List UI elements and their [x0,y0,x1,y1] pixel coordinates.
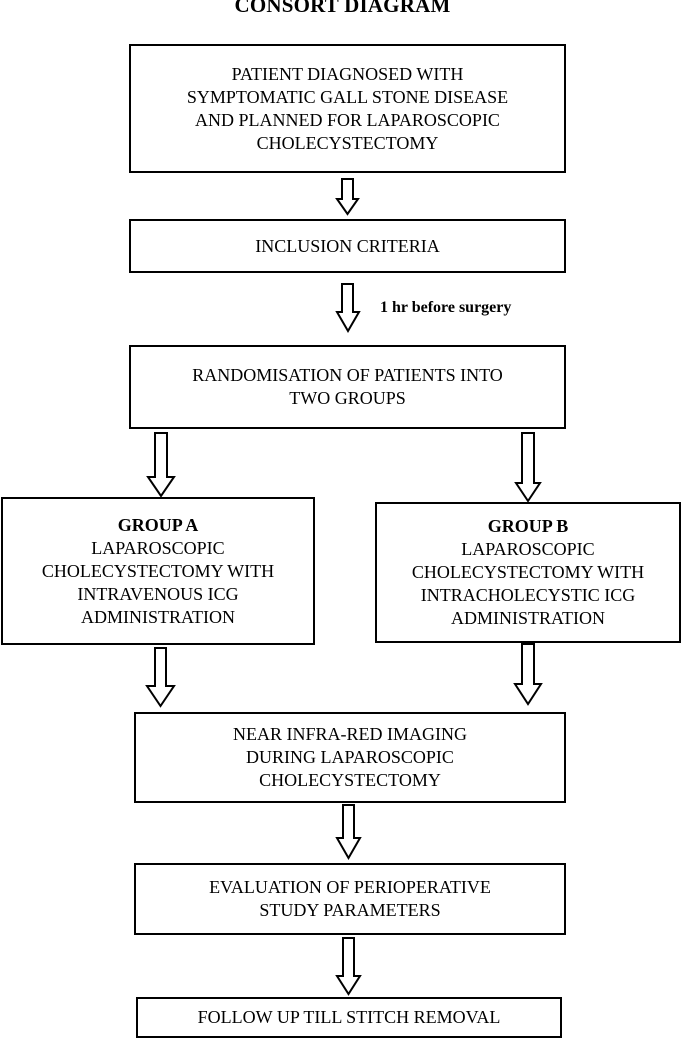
diagram-title: CONSORT DIAGRAM [234,0,451,17]
arrow-diagnosis-to-inclusion [335,178,360,216]
nir-imaging-line: CHOLECYSTECTOMY [259,770,441,790]
randomisation-line: TWO GROUPS [289,388,406,408]
diagnosis-box: PATIENT DIAGNOSED WITH SYMPTOMATIC GALL … [129,44,566,173]
group-a-heading: GROUP A [117,514,199,535]
group-b-line: LAPAROSCOPIC [461,539,595,559]
arrow-nir-to-evaluation [335,804,362,861]
diagnosis-line: CHOLECYSTECTOMY [256,132,439,153]
group-a-line: LAPAROSCOPIC [91,537,225,558]
timing-annotation: 1 hr before surgery [380,299,512,316]
arrow-group-a-to-nir [145,647,176,708]
group-a-line: CHOLECYSTECTOMY WITH [41,560,275,581]
diagnosis-line: SYMPTOMATIC GALL STONE DISEASE [186,86,509,107]
inclusion-criteria-label: INCLUSION CRITERIA [255,235,440,256]
group-b-line: CHOLECYSTECTOMY WITH [411,562,645,582]
nir-imaging-box: NEAR INFRA-RED IMAGING DURING LAPAROSCOP… [134,712,566,803]
group-b-heading: GROUP B [487,516,569,536]
diagnosis-line: AND PLANNED FOR LAPAROSCOPIC [195,109,500,130]
arrow-randomisation-to-group-b [514,432,542,503]
randomisation-box: RANDOMISATION OF PATIENTS INTO TWO GROUP… [129,345,566,429]
randomisation-line: RANDOMISATION OF PATIENTS INTO [192,365,503,385]
inclusion-criteria-box: INCLUSION CRITERIA [129,219,566,273]
group-b-line: ADMINISTRATION [451,608,605,628]
group-b-line: INTRACHOLECYSTIC ICG [420,585,636,605]
nir-imaging-line: NEAR INFRA-RED IMAGING [233,724,467,744]
arrow-inclusion-to-randomisation [335,283,361,333]
evaluation-line: EVALUATION OF PERIOPERATIVE [209,877,491,897]
arrow-evaluation-to-follow-up [335,937,362,996]
group-a-line: ADMINISTRATION [81,606,235,627]
nir-imaging-line: DURING LAPAROSCOPIC [246,747,454,767]
arrow-group-b-to-nir [513,643,543,706]
diagnosis-line: PATIENT DIAGNOSED WITH [231,63,464,84]
follow-up-box: FOLLOW UP TILL STITCH REMOVAL [136,997,562,1038]
arrow-randomisation-to-group-a [146,432,176,498]
group-a-box: GROUP A LAPAROSCOPIC CHOLECYSTECTOMY WIT… [1,497,315,645]
group-a-line: INTRAVENOUS ICG [77,583,239,604]
evaluation-line: STUDY PARAMETERS [259,900,441,920]
group-b-box: GROUP B LAPAROSCOPIC CHOLECYSTECTOMY WIT… [375,502,681,643]
evaluation-box: EVALUATION OF PERIOPERATIVE STUDY PARAME… [134,863,566,935]
follow-up-label: FOLLOW UP TILL STITCH REMOVAL [197,1007,501,1027]
